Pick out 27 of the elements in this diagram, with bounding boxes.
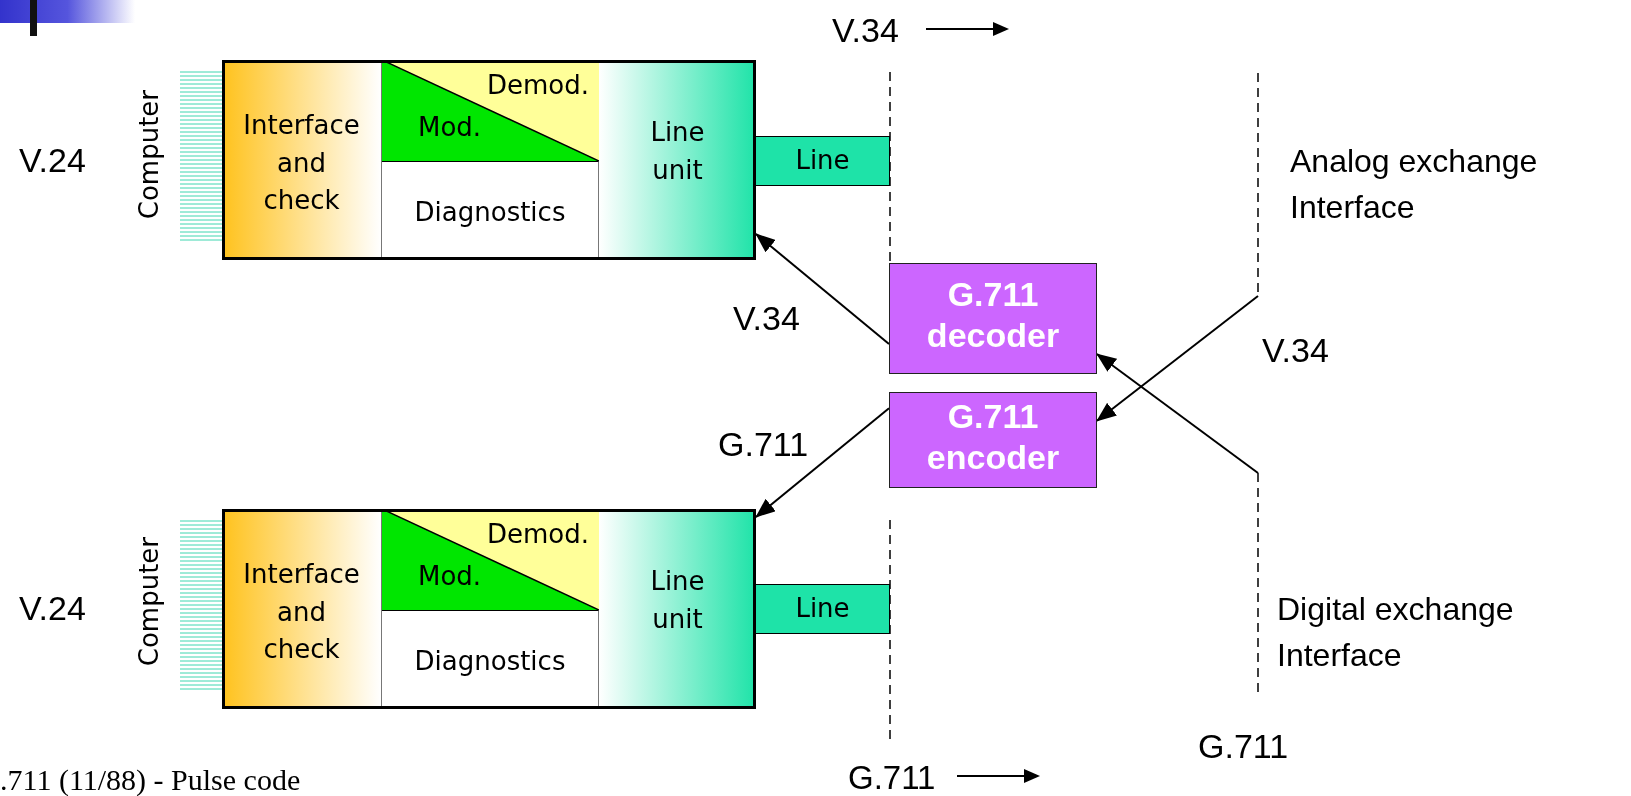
interface-section: Interface and check [222, 509, 382, 709]
speed-label: V.34 [733, 298, 800, 339]
codec-label: G.711 [848, 758, 936, 796]
arrow [755, 407, 890, 518]
exchange-label: Analog exchange Interface [1290, 142, 1539, 228]
interface-label: V.24 [19, 140, 86, 181]
modulation-section: Demod. Mod. [382, 509, 599, 610]
interface-section: Interface and check [222, 60, 382, 260]
footnote-text: .711 (11/88) - Pulse code [0, 762, 301, 796]
codec-label: G.711 [718, 424, 809, 465]
arrow [1096, 353, 1259, 474]
modem-box [222, 60, 756, 260]
computer-label: Computer [133, 536, 165, 666]
arrow [1096, 295, 1259, 422]
speed-label: V.34 [832, 10, 899, 51]
line-unit-section: Line unit [599, 509, 756, 709]
modulation-section: Demod. Mod. [382, 60, 599, 161]
line-unit-section: Line unit [599, 60, 756, 260]
arrow [755, 233, 890, 346]
encoder-box: G.711 encoder [889, 392, 1097, 488]
speed-label: V.34 [1262, 330, 1329, 371]
interface-label: V.24 [19, 588, 86, 629]
computer-label: Computer [133, 89, 165, 219]
codec-label: G.711 [1198, 726, 1289, 767]
decoder-box: G.711 decoder [889, 263, 1097, 374]
modem-box [222, 509, 756, 709]
exchange-label: Digital exchange Interface [1277, 590, 1515, 676]
